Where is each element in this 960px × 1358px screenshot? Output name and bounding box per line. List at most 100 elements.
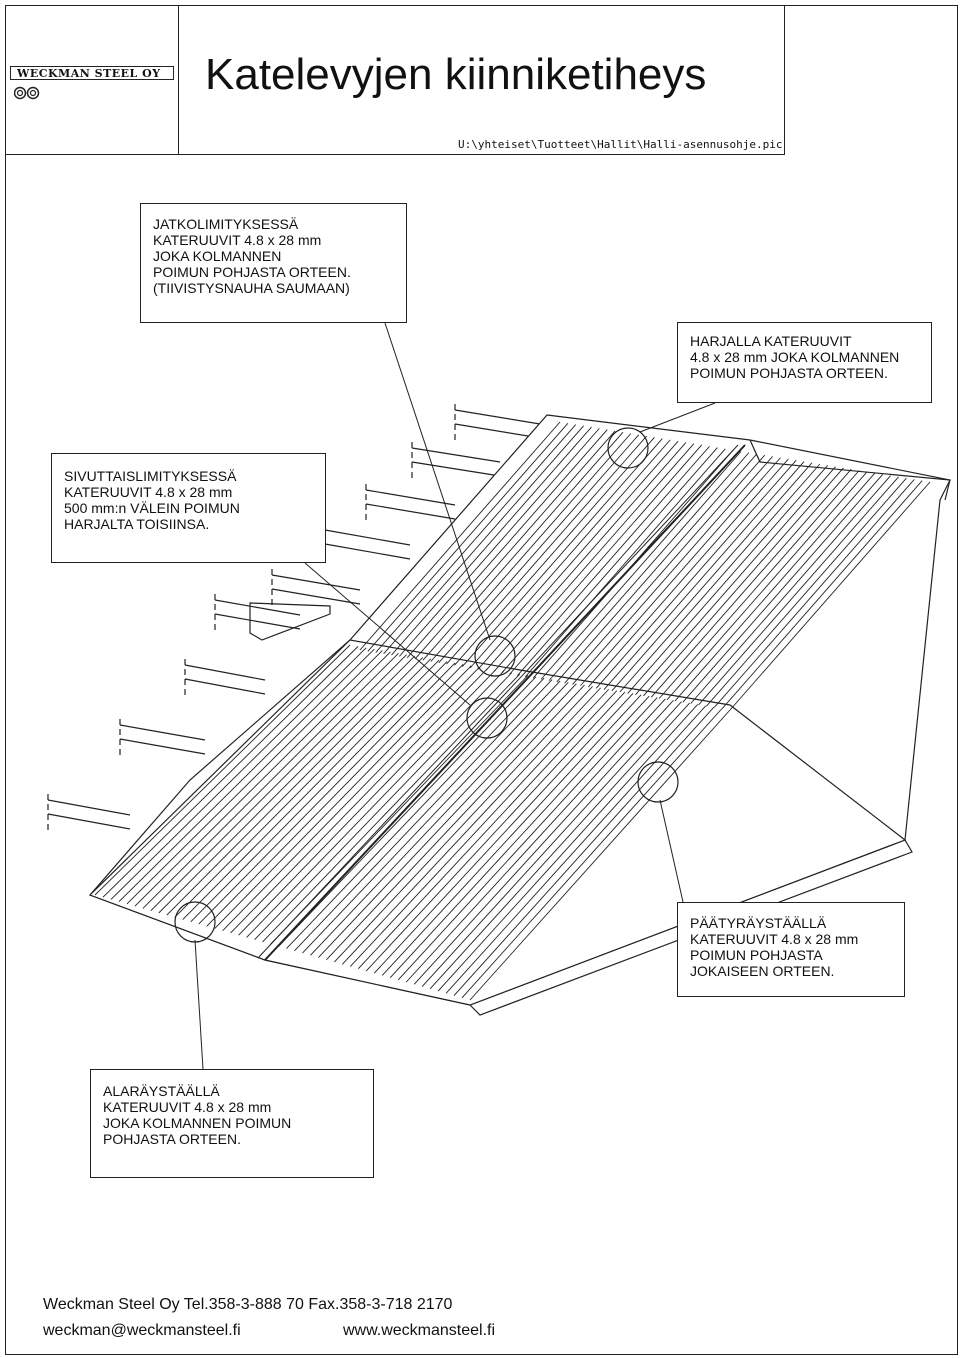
- note-line: JATKOLIMITYKSESSÄ: [153, 216, 299, 232]
- rib-line: [365, 691, 626, 972]
- rib-line: [461, 708, 723, 999]
- detail-circle: [466, 697, 508, 739]
- rib-line: [126, 650, 383, 905]
- purlin-line: [271, 574, 361, 591]
- rib-line: [373, 693, 634, 974]
- footer-email[interactable]: weckman@weckmansteel.fi: [43, 1322, 241, 1339]
- purlin-line: [411, 461, 501, 477]
- detail-circle: [474, 635, 516, 677]
- footer-website[interactable]: www.weckmansteel.fi: [343, 1322, 496, 1339]
- note-line: SIVUTTAISLIMITYKSESSÄ: [64, 468, 237, 484]
- detail-circle: [637, 761, 679, 803]
- note-line: KATERUUVIT 4.8 x 28 mm: [690, 931, 859, 947]
- rib-line: [454, 437, 655, 666]
- rib-line: [698, 476, 899, 706]
- header-frame: [5, 5, 785, 155]
- purlin-block: [249, 602, 331, 641]
- lap-joint-note: JATKOLIMITYKSESSÄ KATERUUVIT 4.8 x 28 mm…: [140, 203, 407, 323]
- side-lap-note: SIVUTTAISLIMITYKSESSÄ KATERUUVIT 4.8 x 2…: [51, 453, 326, 563]
- note-line: PÄÄTYRÄYSTÄÄLLÄ: [690, 915, 827, 931]
- rib-line: [729, 481, 931, 711]
- rib-line: [375, 424, 577, 653]
- rib-line: [524, 448, 726, 678]
- rib-line: [572, 456, 773, 685]
- rib-line: [174, 658, 432, 918]
- rib-line: [437, 704, 698, 992]
- rib-line: [462, 438, 663, 667]
- rib-line: [635, 466, 836, 695]
- rib-line: [413, 700, 674, 985]
- rib-line: [342, 687, 601, 965]
- rib-line: [556, 453, 758, 683]
- note-line: JOKA KOLMANNEN POIMUN: [103, 1115, 292, 1131]
- rib-line: [262, 673, 521, 943]
- rib-line: [246, 670, 504, 938]
- rib-line: [383, 425, 584, 655]
- note-line: JOKA KOLMANNEN: [153, 248, 282, 264]
- rib-line: [334, 686, 593, 963]
- rib-line: [548, 452, 750, 681]
- rib-line: [706, 477, 907, 707]
- note-line: (TIIVISTYSNAUHA SAUMAAN): [153, 280, 350, 296]
- rib-line: [102, 646, 359, 898]
- note-line: POHJASTA ORTEEN.: [103, 1131, 241, 1147]
- note-line: POIMUN POHJASTA ORTEEN.: [153, 264, 351, 280]
- note-line: POIMUN POHJASTA ORTEEN.: [690, 365, 888, 381]
- rib-line: [278, 676, 537, 947]
- rib-line: [406, 429, 608, 658]
- rib-line: [399, 428, 600, 657]
- rib-line: [349, 688, 610, 967]
- rib-line: [650, 468, 852, 698]
- purlin-line: [271, 588, 361, 605]
- rib-line: [94, 644, 351, 896]
- note-line: KATERUUVIT 4.8 x 28 mm: [64, 484, 233, 500]
- rib-line: [469, 709, 731, 1001]
- leader-line: [194, 939, 204, 1070]
- rib-line: [222, 666, 480, 932]
- purlin-line: [184, 664, 266, 681]
- rib-line: [214, 665, 472, 929]
- purlin-line: [365, 503, 456, 520]
- rib-line: [595, 460, 797, 689]
- rib-line: [357, 690, 618, 970]
- purlin-line: [47, 813, 131, 830]
- purlin-line: [214, 599, 301, 616]
- purlin-line: [454, 423, 541, 439]
- rib-line: [658, 470, 860, 699]
- rib-line: [158, 655, 415, 914]
- rib-line: [666, 471, 868, 701]
- rib-line: [422, 431, 624, 661]
- purlin-line: [454, 409, 541, 425]
- rib-line: [150, 654, 407, 911]
- rib-line: [118, 648, 375, 903]
- footer-contact: Weckman Steel Oy Tel.358-3-888 70 Fax.35…: [43, 1296, 453, 1313]
- rib-line: [397, 697, 658, 981]
- rib-line: [580, 457, 781, 687]
- gable-eave-note: PÄÄTYRÄYSTÄÄLLÄ KATERUUVIT 4.8 x 28 mm P…: [677, 902, 905, 997]
- rib-line: [603, 461, 805, 690]
- note-line: 500 mm:n VÄLEIN POIMUN: [64, 500, 240, 516]
- rib-line: [429, 702, 690, 990]
- rib-line: [310, 682, 569, 956]
- rib-line: [501, 444, 703, 674]
- rib-line: [713, 479, 915, 708]
- lower-eave-note: ALARÄYSTÄÄLLÄ KATERUUVIT 4.8 x 28 mm JOK…: [90, 1069, 374, 1178]
- company-logo: WECKMAN STEEL OY: [10, 66, 174, 80]
- rib-line: [367, 422, 569, 652]
- frame-bottom-border: [5, 1354, 957, 1355]
- rib-line: [493, 443, 695, 672]
- rib-line: [254, 672, 513, 940]
- note-line: HARJALLA KATERUUVIT: [690, 333, 852, 349]
- rib-line: [391, 426, 592, 656]
- rib-line: [326, 684, 585, 961]
- rib-line: [238, 669, 496, 936]
- purlin-line: [119, 738, 206, 755]
- rib-line: [230, 668, 488, 934]
- rib-line: [627, 465, 828, 694]
- rib-line: [421, 701, 682, 987]
- rib-line: [286, 677, 545, 949]
- detail-circle: [174, 901, 216, 943]
- purlin-line: [365, 489, 456, 506]
- rib-line: [110, 647, 367, 900]
- rib-line: [166, 657, 424, 916]
